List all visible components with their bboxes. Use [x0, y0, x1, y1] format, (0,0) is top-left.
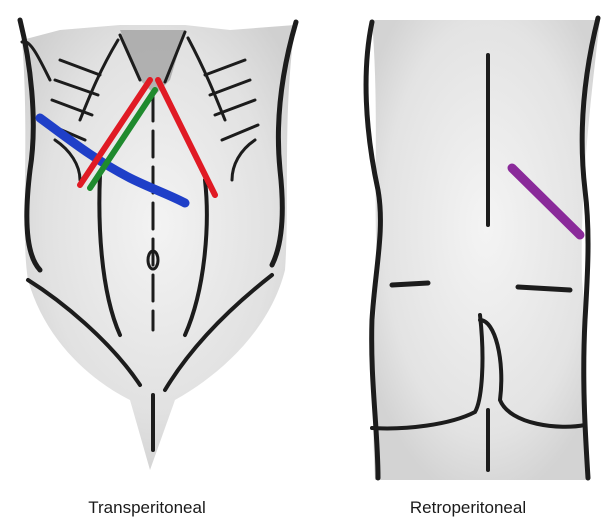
left-dimple — [392, 283, 428, 285]
right-dimple — [518, 287, 570, 290]
posterior-torso-figure — [366, 18, 600, 480]
anterior-torso-shading — [22, 25, 295, 470]
transperitoneal-caption: Transperitoneal — [88, 498, 206, 518]
retroperitoneal-caption: Retroperitoneal — [410, 498, 526, 518]
anterior-torso-figure — [20, 20, 296, 470]
